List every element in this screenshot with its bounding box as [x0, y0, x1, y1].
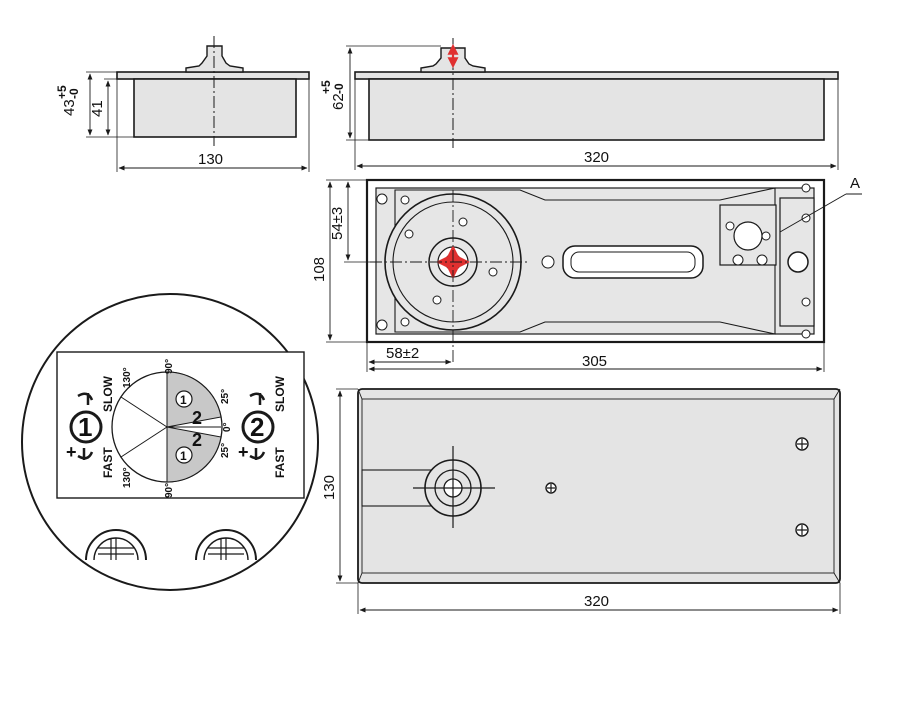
side-height-inner: 41: [89, 100, 106, 117]
front-height-total: 62: [330, 93, 347, 110]
valve-1-badge: [69, 410, 103, 444]
valve-2-fast: FAST: [273, 447, 287, 478]
top-view: A 108 54±3 58±2 305: [311, 175, 862, 372]
side-height-total: 43: [61, 99, 78, 116]
valve-2-slow: SLOW: [273, 375, 287, 412]
dial-sector-1-bottom: 1: [180, 449, 187, 463]
top-offset-vertical: 54±3: [329, 207, 346, 240]
valve-2-badge: [241, 410, 275, 444]
angle-130-top: 130°: [122, 367, 133, 388]
angle-90-top: 90°: [164, 359, 175, 374]
valve-2-fast-icon: [249, 448, 266, 460]
front-view-top-plate: [354, 71, 839, 80]
detail-callout-a: A: [850, 175, 860, 192]
valve-1-number: 1: [78, 412, 92, 442]
angle-25-top: 25°: [220, 389, 231, 404]
cover-plate-outer: [357, 388, 841, 584]
front-length: 320: [584, 149, 609, 166]
valve-1-fast: FAST: [101, 447, 115, 478]
front-height-tol-top: +5: [319, 80, 333, 94]
top-height: 108: [311, 257, 328, 282]
front-view-body: [368, 78, 825, 141]
valve-1-fast-icon: [77, 448, 94, 460]
top-offset-horizontal: 58±2: [386, 345, 419, 362]
cover-plate-view: 130 320: [321, 388, 841, 614]
angle-25-bottom: 25°: [220, 443, 231, 458]
angle-0: 0°: [222, 422, 233, 432]
angle-130-bottom: 130°: [122, 467, 133, 488]
side-width: 130: [198, 151, 223, 168]
dial-sector-2-b: 2: [192, 430, 202, 450]
cover-length: 320: [584, 593, 609, 610]
side-view: 43 +5 -0 41 130: [55, 36, 310, 172]
valve-2-slow-icon: [249, 392, 266, 405]
detail-a-view: 1 1 2 2 90° 130° 25° 0° 25° 130° 90° 1 S…: [21, 293, 319, 591]
angle-90-bottom: 90°: [164, 483, 175, 498]
valve-1-slow: SLOW: [101, 375, 115, 412]
detail-adjust-screws: [85, 529, 257, 561]
side-height-tol-top: +5: [55, 85, 69, 99]
valve-1-plus: +: [66, 442, 77, 462]
dial-sector-2-a: 2: [192, 408, 202, 428]
cover-height: 130: [321, 475, 338, 500]
side-view-body: [133, 78, 297, 138]
top-length: 305: [582, 353, 607, 370]
top-view-inner-outline: [394, 187, 776, 335]
valve-1-slow-icon: [77, 392, 94, 405]
top-view-slot: [562, 245, 704, 279]
side-height-tol-bottom: -0: [67, 88, 81, 99]
front-view: 62 +5 -0 320: [319, 38, 839, 170]
valve-2-number: 2: [250, 412, 264, 442]
front-height-tol-bottom: -0: [332, 83, 346, 94]
dial-sector-1-top: 1: [180, 393, 187, 407]
side-view-top-plate: [116, 71, 310, 80]
valve-2-plus: +: [238, 442, 249, 462]
